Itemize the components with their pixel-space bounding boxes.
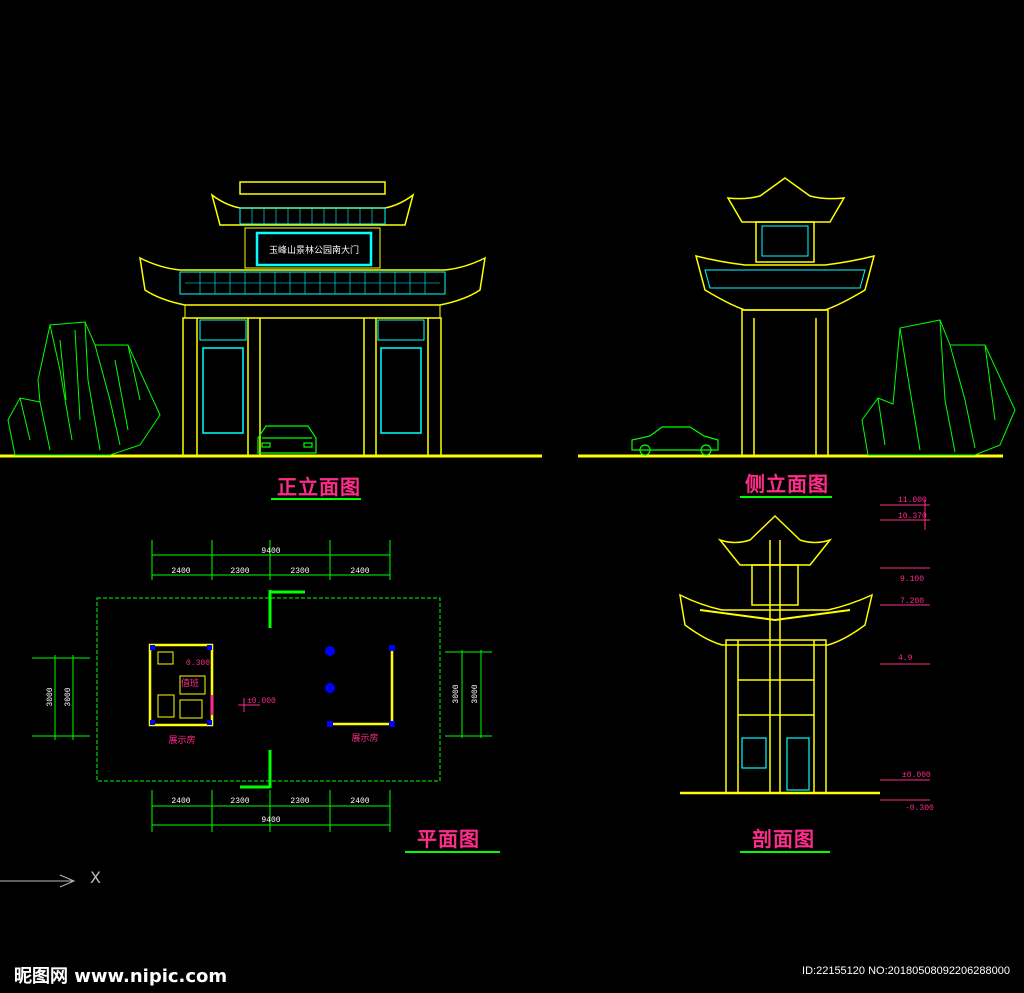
section-title: 剖面图 [752, 827, 815, 851]
level-9100: 9.100 [900, 575, 924, 584]
right-dimension-lines [445, 650, 492, 738]
section-door [786, 737, 810, 791]
level-7200: 7.200 [900, 597, 924, 606]
duty-room: 0.300 值班 展示房 [148, 643, 214, 746]
section-view: 11.000 10.370 9.100 7.200 4.9 ±0.000 -0.… [679, 496, 934, 813]
x-axis-arrow [0, 874, 76, 888]
tree-left [7, 321, 161, 456]
front-elevation-title: 正立面图 [277, 475, 361, 499]
left-dim-1: 3000 [46, 687, 55, 706]
watermark-id: ID:22155120 NO:20180508092206288000 [802, 965, 1010, 977]
left-lintel [199, 319, 247, 341]
bottom-dim-3: 2300 [290, 797, 309, 806]
gate-markers [240, 590, 305, 789]
top-total-dim: 9400 [261, 547, 280, 556]
center-level-mark: ±0.000 [238, 697, 276, 712]
level-center: ±0.000 [247, 697, 276, 706]
car-side [631, 426, 719, 456]
plan-title: 平面图 [417, 827, 480, 851]
room-small-label: 值班 [181, 677, 199, 689]
side-elevation [578, 177, 1016, 458]
bottom-dimension-lines [151, 790, 391, 832]
display-room-right: 展示房 [327, 645, 395, 744]
top-dim-2: 2300 [230, 567, 249, 576]
bottom-total-dim: 9400 [261, 816, 280, 825]
front-elevation: 玉峰山景林公园南大门 [0, 181, 542, 458]
room-left-label: 展示房 [168, 734, 195, 746]
left-panel [202, 347, 244, 434]
left-dimension-lines [32, 655, 90, 740]
room-right-label: 展示房 [351, 732, 378, 744]
level-marks [880, 500, 930, 801]
top-dim-1: 2400 [171, 567, 190, 576]
car-front [257, 425, 317, 454]
signboard-text: 玉峰山景林公园南大门 [269, 244, 359, 256]
right-dim-2: 3000 [471, 684, 480, 703]
title-underlines [271, 496, 832, 853]
upper-roof: 玉峰山景林公园南大门 [210, 181, 415, 269]
bottom-dim-1: 2400 [171, 797, 190, 806]
column-dot-2 [325, 683, 335, 693]
column-dot-1 [325, 646, 335, 656]
right-panel [380, 347, 422, 434]
level-0000: ±0.000 [902, 771, 931, 780]
right-lintel [377, 319, 425, 341]
bottom-dim-4: 2400 [350, 797, 369, 806]
bottom-dim-2: 2300 [230, 797, 249, 806]
section-structure [679, 514, 874, 794]
tree-right [861, 319, 1016, 456]
gate-body [182, 317, 442, 457]
top-dimension-lines [151, 540, 391, 580]
top-dim-4: 2400 [350, 567, 369, 576]
lower-roof [139, 256, 486, 319]
level-10370: 10.370 [898, 512, 927, 521]
level-small: 0.300 [186, 659, 210, 668]
side-elevation-title: 侧立面图 [745, 472, 829, 496]
top-dim-3: 2300 [290, 567, 309, 576]
section-window [741, 737, 767, 769]
side-structure [694, 177, 876, 457]
left-dim-2: 3000 [64, 687, 73, 706]
level-minus-0300: -0.300 [905, 804, 934, 813]
plan-view: 9400 2400 2300 2300 2400 2400 2300 2300 … [0, 540, 492, 888]
level-4-9: 4.9 [898, 654, 913, 663]
level-11000: 11.000 [898, 496, 927, 505]
signboard [255, 231, 373, 267]
axis-x-label: X [90, 868, 101, 887]
watermark-logo: 昵图网 www.nipic.com [14, 966, 228, 987]
right-dim-1: 3000 [452, 684, 461, 703]
